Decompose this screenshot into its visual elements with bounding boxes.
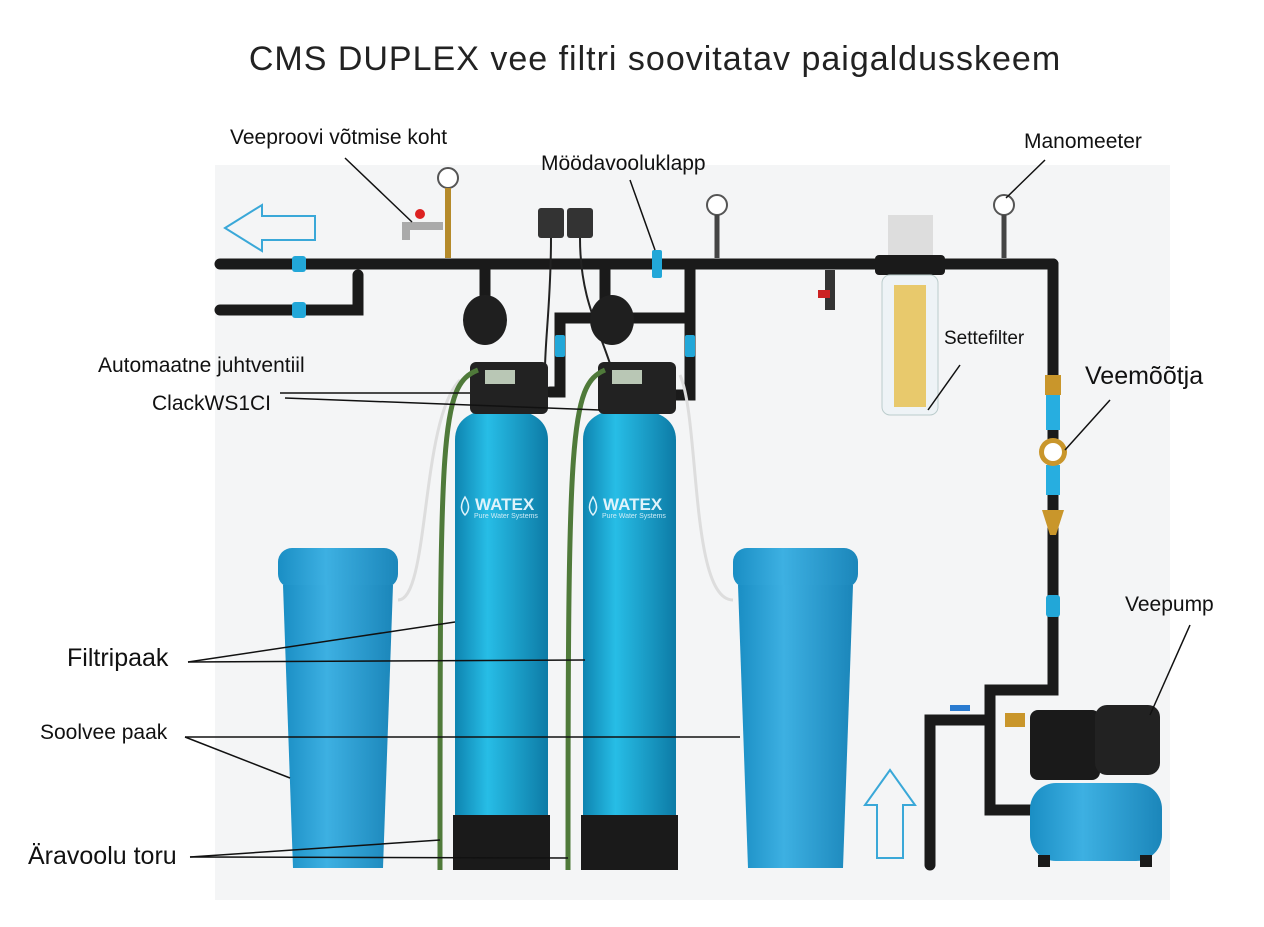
label-control-valve-model: ClackWS1CI: [152, 392, 272, 415]
drain-valve-icon: [818, 270, 835, 310]
label-pressure-gauge: Manomeeter: [1024, 130, 1142, 153]
filter-tank: [453, 408, 678, 870]
brine-line: [397, 378, 462, 602]
inlet-arrow-icon: [863, 768, 917, 859]
watex-logo: WATEX Pure Water Systems WATEX Pure Wate…: [460, 495, 666, 520]
svg-text:Pure Water Systems: Pure Water Systems: [474, 513, 538, 520]
label-drain-pipe: Äravoolu toru: [28, 842, 177, 870]
pressure-gauge-icon: [437, 167, 1015, 258]
diagram-title: CMS DUPLEX vee filtri soovitatav paigald…: [248, 40, 1062, 78]
svg-text:Pure Water Systems: Pure Water Systems: [602, 513, 666, 520]
brine-line: [678, 374, 734, 602]
brine-tank: [278, 548, 858, 868]
sample-tap-icon: [402, 209, 443, 240]
drain-hose: [437, 367, 607, 871]
label-pump: Veepump: [1125, 593, 1214, 616]
pressure-tank: [1030, 783, 1162, 867]
outlet-arrow-icon: [223, 203, 316, 253]
label-sampling-point: Veeproovi võtmise koht: [230, 126, 448, 149]
label-bypass-valve: Möödavooluklapp: [541, 152, 706, 175]
water-meter-icon: [1039, 375, 1067, 535]
leader-lines: [184, 157, 1191, 859]
label-control-valve: Automaatne juhtventiil: [98, 354, 305, 377]
pipe-unions: [292, 250, 1060, 617]
control-valve-head: [463, 295, 676, 414]
label-brine-tank: Soolvee paak: [40, 721, 168, 744]
sediment-filter: [875, 215, 945, 416]
label-filter-tank: Filtripaak: [67, 644, 169, 672]
svg-text:WATEX: WATEX: [603, 495, 663, 514]
label-sediment-filter: Settefilter: [944, 328, 1025, 349]
label-water-meter: Veemõõtja: [1085, 362, 1204, 390]
svg-text:WATEX: WATEX: [475, 495, 535, 514]
water-pump: [950, 705, 1160, 780]
